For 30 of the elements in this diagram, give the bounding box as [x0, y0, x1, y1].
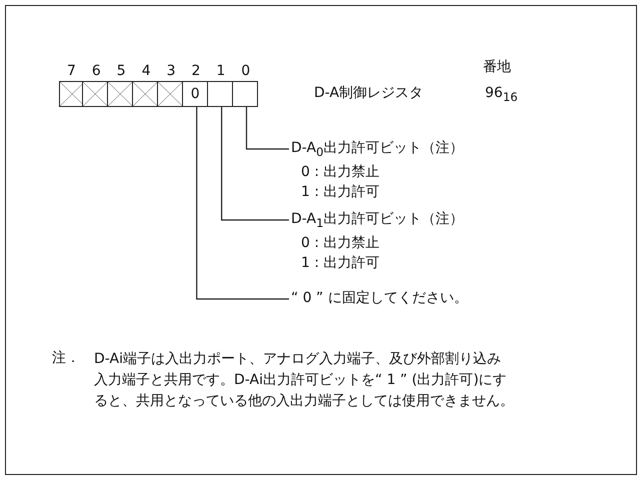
- bit-value-text: 0 : 出力禁止: [300, 162, 381, 182]
- bit-number: 7: [67, 62, 76, 80]
- bit-value-text: 0 : 出力禁止: [300, 234, 381, 253]
- bit-number: 3: [166, 62, 176, 80]
- leader-line: [246, 107, 289, 150]
- bit-cell: [206, 81, 234, 107]
- bit-description: “ 0 ” に固定してください。: [291, 289, 468, 308]
- leader-line: [196, 107, 289, 300]
- bit-cell: 0: [182, 81, 208, 107]
- bit-number: 5: [116, 62, 126, 80]
- unused-bit-cell: [82, 81, 109, 107]
- unused-bit-cell: [107, 81, 134, 107]
- unused-bit-cell: [132, 81, 159, 107]
- bit-value-text: 1 : 出力許可: [300, 182, 381, 202]
- bit-number: 4: [142, 62, 151, 80]
- bit-number: 6: [92, 62, 101, 80]
- unused-bit-cell: [157, 81, 184, 107]
- bit-number: 2: [192, 62, 200, 80]
- bit-description: D-A$_{0}$出力許可ビット（注）: [291, 139, 464, 161]
- bit-description: D-A$_{1}$出力許可ビット（注）: [291, 210, 464, 232]
- note-text: D-Ai端子は入出力ポート、アナログ入力端子、及び外部割り込み入力端子と共用です。D-Ai出力許可ビットを“ 1 ” (出力許可)にすると、共用となっている他の入出力端子としては使用できません。: [94, 350, 514, 411]
- leader-line: [221, 107, 289, 221]
- bit-value-text: 1 : 出力許可: [300, 254, 381, 273]
- address-value: 96$_{16}$: [485, 84, 518, 106]
- bit-number: 1: [216, 62, 226, 80]
- note-marker: 注．: [52, 349, 80, 367]
- bit-number: 0: [241, 62, 250, 80]
- register-name: D-A制御レジスタ: [314, 84, 424, 102]
- bit-cell: [232, 81, 258, 107]
- address-heading: 番地: [483, 58, 511, 76]
